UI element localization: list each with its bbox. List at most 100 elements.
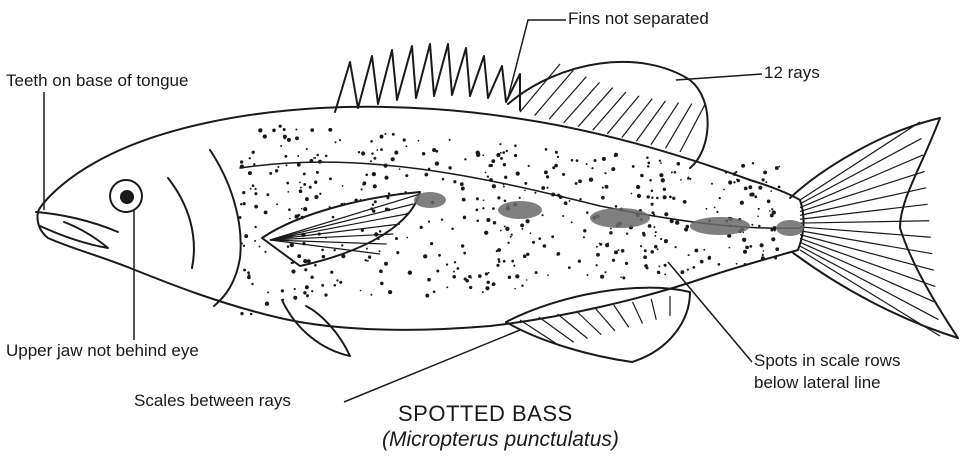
body-spot: [294, 288, 296, 290]
body-spot: [569, 200, 571, 202]
body-spot: [648, 224, 652, 228]
body-spot: [295, 136, 299, 140]
body-spot: [239, 216, 242, 219]
body-spot: [307, 259, 311, 263]
body-spot: [571, 221, 573, 223]
fin-ray: [800, 188, 926, 216]
body-spot: [520, 223, 524, 227]
body-spot: [770, 228, 773, 231]
body-spot: [711, 183, 713, 185]
body-spot: [754, 195, 757, 198]
body-spot: [295, 128, 297, 130]
body-spot: [254, 205, 258, 209]
body-spot: [334, 141, 336, 143]
body-spot: [492, 184, 496, 188]
body-spot: [339, 139, 341, 141]
body-spot: [240, 203, 242, 205]
body-spot: [370, 160, 372, 162]
body-spot: [303, 207, 307, 211]
fin-ray: [800, 221, 929, 223]
body-spot: [483, 199, 485, 201]
body-spot: [770, 190, 772, 192]
body-spot: [453, 271, 455, 273]
body-spot: [767, 199, 771, 203]
body-spot: [504, 225, 506, 227]
body-spot: [380, 148, 383, 151]
body-spot: [774, 229, 776, 231]
body-spot: [543, 244, 547, 248]
body-spot: [744, 187, 748, 191]
body-spot: [647, 165, 650, 168]
body-spot: [676, 162, 680, 166]
body-spot: [240, 312, 243, 315]
species-title: SPOTTED BASS: [398, 401, 573, 427]
body-spot: [557, 156, 559, 158]
body-spot: [600, 275, 604, 279]
body-spot: [454, 261, 456, 263]
body-spot: [500, 157, 503, 160]
body-spot: [680, 179, 682, 181]
body-spot: [532, 241, 535, 244]
body-spot: [723, 189, 725, 191]
body-spot: [248, 171, 252, 175]
pectoral-fin: [262, 192, 420, 266]
body-spot: [654, 245, 658, 249]
body-spot: [367, 260, 369, 262]
body-spot: [492, 207, 495, 210]
body-spot: [647, 162, 650, 165]
body-spot: [453, 180, 456, 183]
body-spot: [370, 140, 373, 143]
body-spot: [277, 166, 279, 168]
body-spot: [452, 275, 456, 279]
body-spot: [301, 216, 304, 219]
body-spot: [559, 195, 563, 199]
body-spot: [341, 203, 344, 206]
body-spot: [728, 180, 732, 184]
body-spot: [297, 254, 301, 258]
body-spot: [610, 228, 612, 230]
body-spot: [425, 294, 429, 298]
body-spot: [542, 214, 544, 216]
body-spot: [403, 138, 406, 141]
body-spot: [663, 188, 666, 191]
body-spot: [589, 178, 593, 182]
body-spot: [689, 178, 691, 180]
body-spot: [526, 279, 528, 281]
fin-ray: [595, 308, 615, 331]
body-spot: [310, 275, 313, 278]
body-spot: [297, 163, 301, 167]
body-spot: [657, 248, 659, 250]
body-spot: [286, 164, 288, 166]
body-spot: [762, 178, 765, 181]
fin-ray: [564, 82, 600, 123]
body-spot: [435, 150, 438, 153]
body-spot: [395, 237, 398, 240]
body-spot: [264, 251, 266, 253]
body-spot: [680, 270, 684, 274]
body-spot: [605, 185, 609, 189]
body-spot: [490, 164, 493, 167]
body-spot: [451, 228, 454, 231]
label-scales-between-rays: Scales between rays: [134, 390, 291, 411]
body-spot: [316, 154, 319, 157]
body-spot: [469, 286, 472, 289]
body-spot: [519, 197, 521, 199]
body-spot: [637, 194, 641, 198]
body-spot: [556, 253, 558, 255]
body-spot: [763, 250, 765, 252]
body-spot: [288, 208, 291, 211]
label-12-rays: 12 rays: [764, 62, 820, 83]
body-spot: [758, 225, 761, 228]
body-spot: [749, 193, 753, 197]
body-spot: [579, 198, 581, 200]
body-spot: [418, 140, 420, 142]
fin-ray: [800, 235, 934, 271]
body-spot: [282, 299, 284, 301]
body-spot: [562, 215, 564, 217]
body-spot: [373, 184, 377, 188]
body-spot: [436, 270, 439, 273]
body-spot: [631, 193, 633, 195]
body-spot: [587, 274, 589, 276]
body-spot: [244, 234, 248, 238]
